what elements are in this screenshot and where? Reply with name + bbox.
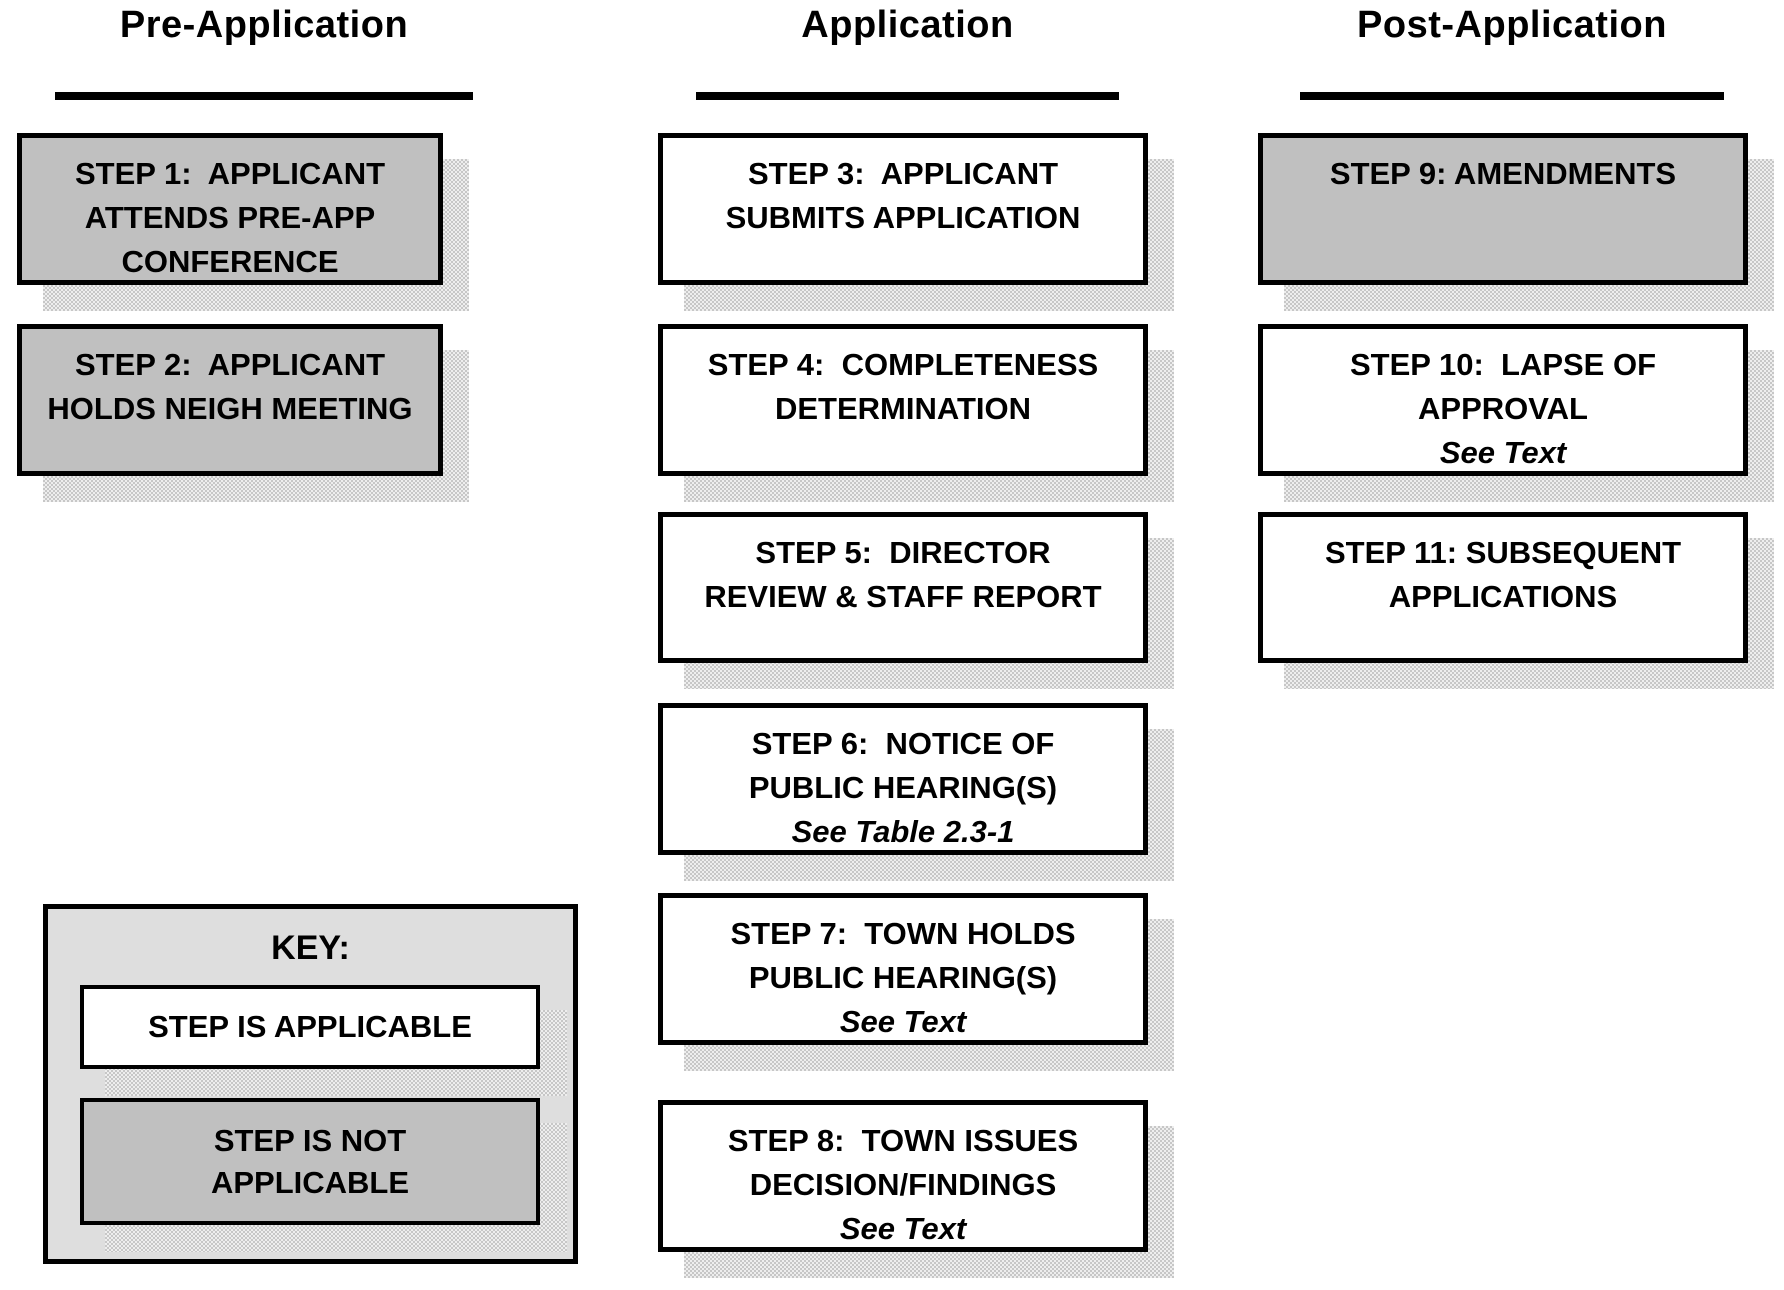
column-underline-pre-application — [55, 92, 473, 100]
key-applicable-box: STEP IS APPLICABLE — [80, 985, 567, 1096]
step-note: See Text — [839, 1211, 967, 1246]
key-applicable-label: STEP IS APPLICABLE — [148, 1009, 472, 1044]
step-line: CONFERENCE — [121, 244, 339, 279]
step-line: STEP 10: LAPSE OF — [1349, 347, 1657, 382]
step-8-box: STEP 8: TOWN ISSUES DECISION/FINDINGS Se… — [658, 1100, 1174, 1278]
step-line: STEP 8: TOWN ISSUES — [727, 1123, 1079, 1158]
step-line: HOLDS NEIGH MEETING — [47, 391, 413, 426]
step-10-box: STEP 10: LAPSE OF APPROVAL See Text — [1258, 324, 1774, 502]
key-panel: KEY: STEP IS APPLICABLE STEP IS NOT APPL… — [43, 904, 578, 1264]
step-3-label: STEP 3: APPLICANT SUBMITS APPLICATION — [663, 138, 1143, 240]
step-note: See Text — [1439, 435, 1567, 470]
step-line: DETERMINATION — [774, 391, 1032, 426]
step-line: APPLICATIONS — [1388, 579, 1618, 614]
step-9-label: STEP 9: AMENDMENTS — [1263, 138, 1743, 196]
column-underline-application — [696, 92, 1119, 100]
step-line: STEP 7: TOWN HOLDS — [730, 916, 1076, 951]
step-6-label: STEP 6: NOTICE OF PUBLIC HEARING(S) See … — [663, 708, 1143, 854]
step-4-label: STEP 4: COMPLETENESS DETERMINATION — [663, 329, 1143, 431]
step-11-box: STEP 11: SUBSEQUENT APPLICATIONS — [1258, 512, 1774, 689]
step-5-label: STEP 5: DIRECTOR REVIEW & STAFF REPORT — [663, 517, 1143, 619]
step-line: PUBLIC HEARING(S) — [748, 960, 1058, 995]
column-title-application: Application — [801, 4, 1014, 46]
key-not-applicable-box: STEP IS NOT APPLICABLE — [80, 1098, 567, 1252]
step-4-box: STEP 4: COMPLETENESS DETERMINATION — [658, 324, 1174, 502]
step-line: DECISION/FINDINGS — [749, 1167, 1057, 1202]
step-7-label: STEP 7: TOWN HOLDS PUBLIC HEARING(S) See… — [663, 898, 1143, 1044]
step-line: STEP 1: APPLICANT — [74, 156, 386, 191]
step-2-box: STEP 2: APPLICANT HOLDS NEIGH MEETING — [17, 324, 469, 502]
step-line: PUBLIC HEARING(S) — [748, 770, 1058, 805]
step-1-box: STEP 1: APPLICANT ATTENDS PRE-APP CONFER… — [17, 133, 469, 311]
step-9-box: STEP 9: AMENDMENTS — [1258, 133, 1774, 311]
step-10-label: STEP 10: LAPSE OF APPROVAL See Text — [1263, 329, 1743, 475]
step-11-label: STEP 11: SUBSEQUENT APPLICATIONS — [1263, 517, 1743, 619]
step-line: STEP 5: DIRECTOR — [755, 535, 1051, 570]
step-line: STEP 9: AMENDMENTS — [1329, 156, 1677, 191]
step-8-label: STEP 8: TOWN ISSUES DECISION/FINDINGS Se… — [663, 1105, 1143, 1251]
step-line: STEP 3: APPLICANT — [747, 156, 1059, 191]
step-line: REVIEW & STAFF REPORT — [704, 579, 1102, 614]
step-line: SUBMITS APPLICATION — [725, 200, 1081, 235]
step-6-box: STEP 6: NOTICE OF PUBLIC HEARING(S) See … — [658, 703, 1174, 881]
step-line: STEP 4: COMPLETENESS — [707, 347, 1099, 382]
step-7-box: STEP 7: TOWN HOLDS PUBLIC HEARING(S) See… — [658, 893, 1174, 1071]
column-title-post-application: Post-Application — [1357, 4, 1667, 46]
step-note: See Table 2.3-1 — [791, 814, 1015, 849]
step-2-label: STEP 2: APPLICANT HOLDS NEIGH MEETING — [22, 329, 438, 431]
step-line: STEP 2: APPLICANT — [74, 347, 386, 382]
key-title: KEY: — [271, 929, 350, 967]
step-line: ATTENDS PRE-APP — [84, 200, 376, 235]
step-note: See Text — [839, 1004, 967, 1039]
column-title-pre-application: Pre-Application — [119, 4, 409, 46]
step-line: STEP 11: SUBSEQUENT — [1324, 535, 1682, 570]
step-1-label: STEP 1: APPLICANT ATTENDS PRE-APP CONFER… — [22, 138, 438, 284]
key-not-applicable-label: STEP IS NOT — [213, 1122, 407, 1158]
step-5-box: STEP 5: DIRECTOR REVIEW & STAFF REPORT — [658, 512, 1174, 689]
key-not-applicable-label: APPLICABLE — [210, 1164, 410, 1200]
step-line: APPROVAL — [1418, 391, 1588, 426]
step-line: STEP 6: NOTICE OF — [751, 726, 1055, 761]
step-3-box: STEP 3: APPLICANT SUBMITS APPLICATION — [658, 133, 1174, 311]
column-underline-post-application — [1300, 92, 1724, 100]
